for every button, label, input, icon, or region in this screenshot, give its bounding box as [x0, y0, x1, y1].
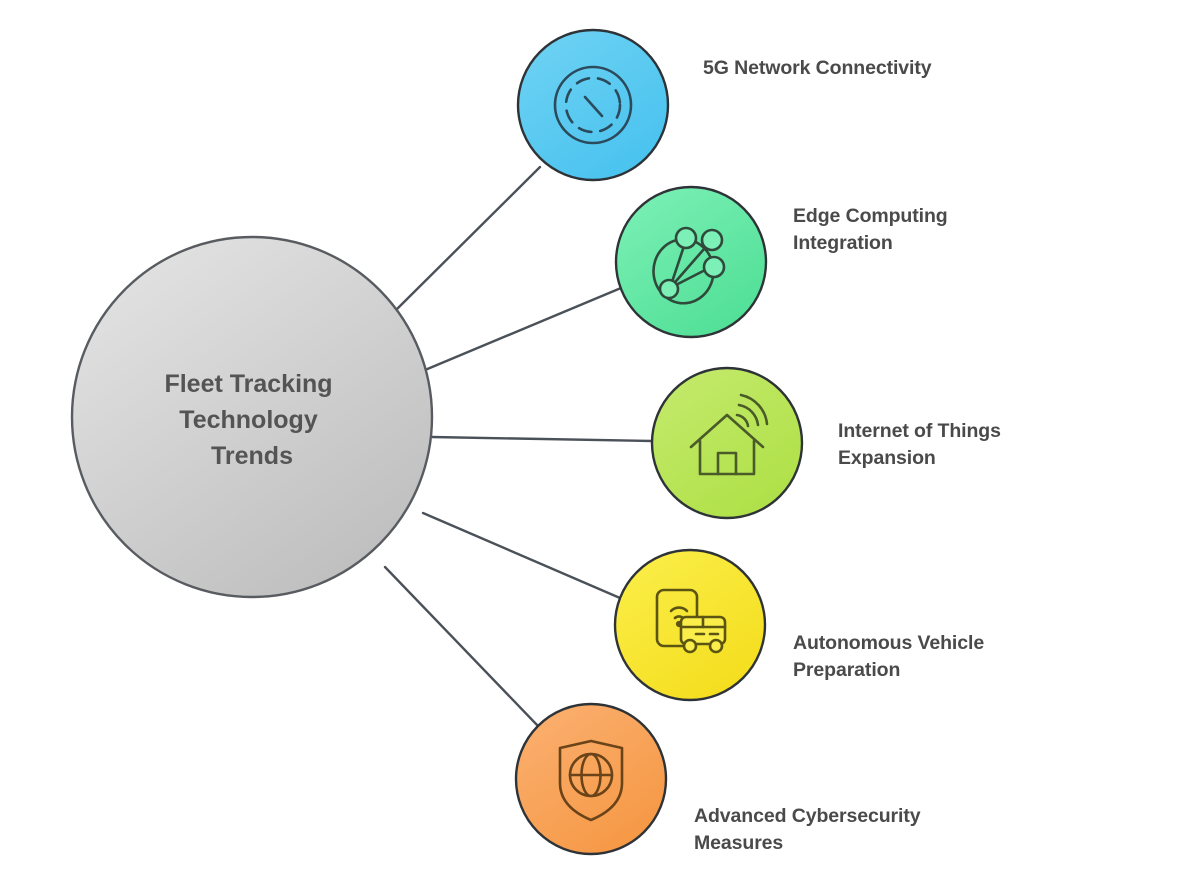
branch-label-autonomous-vehicle: Autonomous Vehicle Preparation [793, 632, 989, 681]
branch-label-av-line-2: Preparation [793, 659, 900, 681]
phone-van-icon [655, 588, 727, 654]
central-node-title: Fleet Tracking Technology Trends [164, 370, 339, 470]
central-title-line-2: Technology [179, 406, 318, 434]
branch-node-5g-network-connectivity[interactable]: 5G Network Connectivity [516, 28, 932, 182]
central-title-line-1: Fleet Tracking [164, 370, 332, 398]
branch-node-autonomous-vehicle-preparation[interactable]: Autonomous Vehicle Preparation [613, 548, 989, 702]
branch-label-cybersecurity: Advanced Cybersecurity Measures [694, 805, 926, 854]
branch-node-edge-computing-integration[interactable]: Edge Computing Integration [614, 185, 953, 339]
connector-line-5g [394, 165, 542, 312]
branch-label-iot: Internet of Things Expansion [838, 420, 1006, 469]
branch-label-edge-line-1: Edge Computing [793, 205, 948, 227]
central-node[interactable]: Fleet Tracking Technology Trends [70, 235, 434, 599]
central-title-line-3: Trends [211, 442, 293, 470]
smart-home-wifi-icon [689, 393, 769, 476]
branch-label-cyber-line-2: Measures [694, 832, 783, 854]
branch-label-iot-line-2: Expansion [838, 447, 936, 469]
branch-label-av-line-1: Autonomous Vehicle [793, 632, 984, 654]
connector-line-cybersecurity [383, 565, 540, 728]
branch-label-edge-line-2: Integration [793, 232, 893, 254]
shield-globe-icon [558, 739, 624, 822]
branch-label-iot-line-1: Internet of Things [838, 420, 1001, 442]
network-nodes-icon [652, 226, 726, 305]
branch-label-5g: 5G Network Connectivity [703, 57, 932, 79]
branch-label-cyber-line-1: Advanced Cybersecurity [694, 805, 921, 827]
speedometer-icon [553, 65, 633, 145]
connector-line-iot [430, 435, 654, 443]
branch-label-5g-line-1: 5G Network Connectivity [703, 57, 932, 79]
branch-circle-iot [650, 366, 804, 520]
branch-node-advanced-cybersecurity-measures[interactable]: Advanced Cybersecurity Measures [514, 702, 926, 856]
branch-node-internet-of-things-expansion[interactable]: Internet of Things Expansion [650, 366, 1006, 520]
branch-circle-cybersecurity [514, 702, 668, 856]
branch-label-edge-computing: Edge Computing Integration [793, 205, 953, 254]
connector-line-autonomous-vehicle [421, 511, 622, 600]
connector-line-edge-computing [423, 286, 623, 372]
connector-lines [383, 165, 654, 728]
central-node-circle [70, 235, 434, 599]
